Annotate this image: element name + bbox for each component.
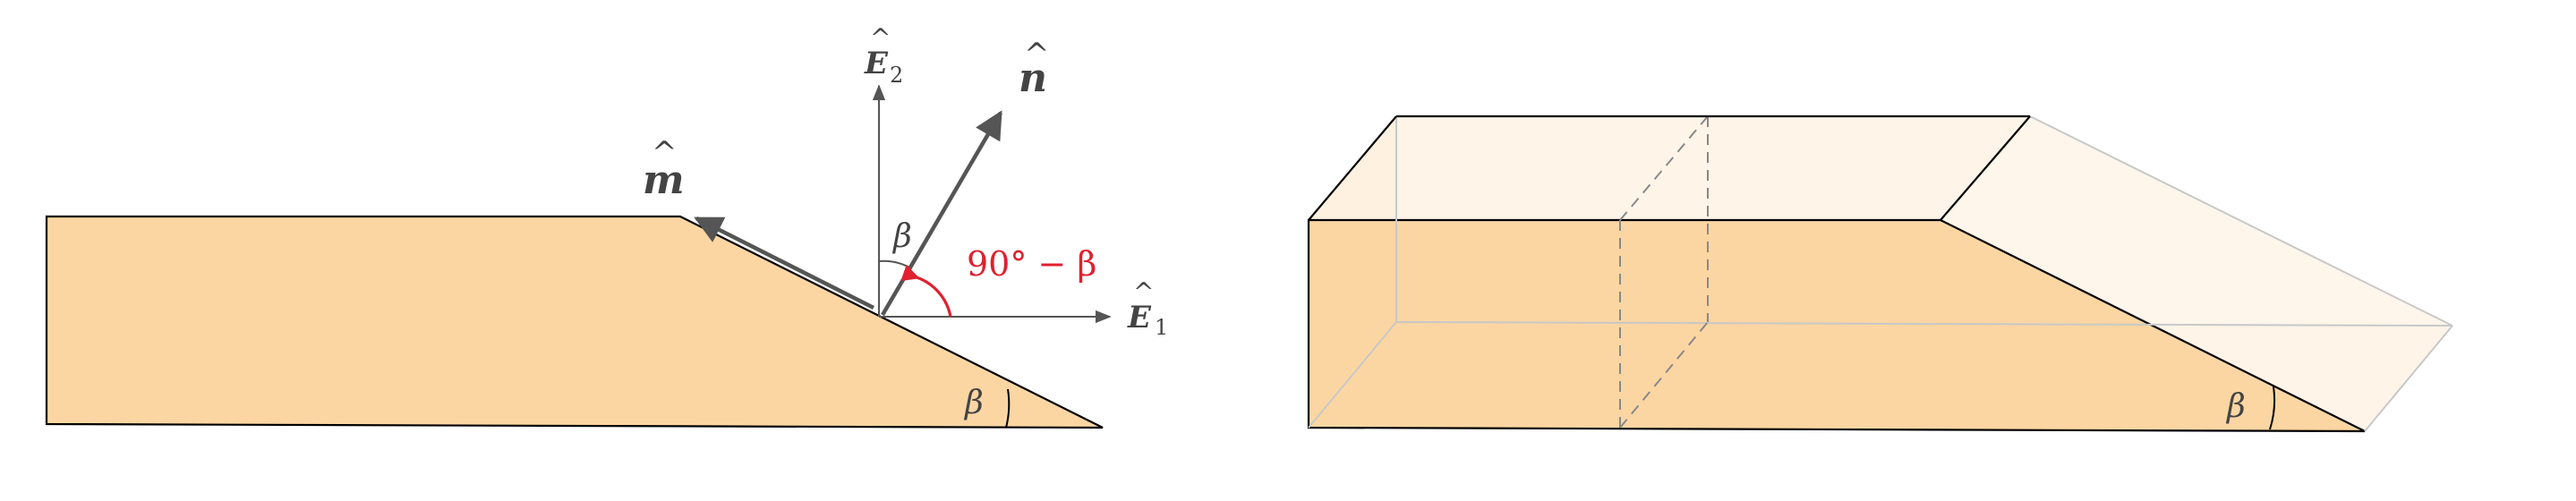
vector-n-arrow: [881, 110, 1002, 317]
angle-red-label: 90° − β: [967, 244, 1096, 284]
angle-red-arc: [900, 264, 952, 318]
vector-m-arrow: [694, 216, 875, 310]
solid-top-edges: [1308, 115, 2031, 221]
svg-text:2: 2: [890, 63, 903, 88]
vector-m-label: m ^: [643, 135, 685, 203]
svg-text:^: ^: [1133, 277, 1154, 307]
svg-text:E: E: [1127, 300, 1152, 335]
slope-angle-arc: [1005, 388, 1011, 429]
svg-text:^: ^: [870, 23, 891, 53]
right-figure: β: [1307, 115, 2453, 433]
svg-text:^: ^: [652, 135, 678, 171]
svg-text:E: E: [864, 46, 889, 81]
svg-text:m: m: [643, 157, 685, 203]
dashed-section: [1619, 115, 1709, 429]
svg-text:^: ^: [1024, 37, 1050, 72]
svg-text:n: n: [1019, 55, 1047, 101]
svg-text:1: 1: [1155, 315, 1168, 340]
left-figure: β E 2 ^ E 1 ^ n ^ m ^ β 90: [45, 23, 1168, 429]
axis-e2-label: E 2 ^: [864, 23, 903, 88]
angle-n-e2-arc: [878, 259, 912, 269]
slope-angle-label: β: [963, 385, 984, 421]
angle-n-e2-label: β: [891, 218, 912, 255]
slope-body: [45, 215, 1104, 429]
axis-e1-label: E 1 ^: [1127, 277, 1168, 340]
slope-angle-label: β: [2225, 388, 2246, 425]
vector-n-label: n ^: [1019, 37, 1050, 101]
back-edges: [1308, 115, 2453, 432]
slope-angle-arc: [2269, 386, 2276, 430]
